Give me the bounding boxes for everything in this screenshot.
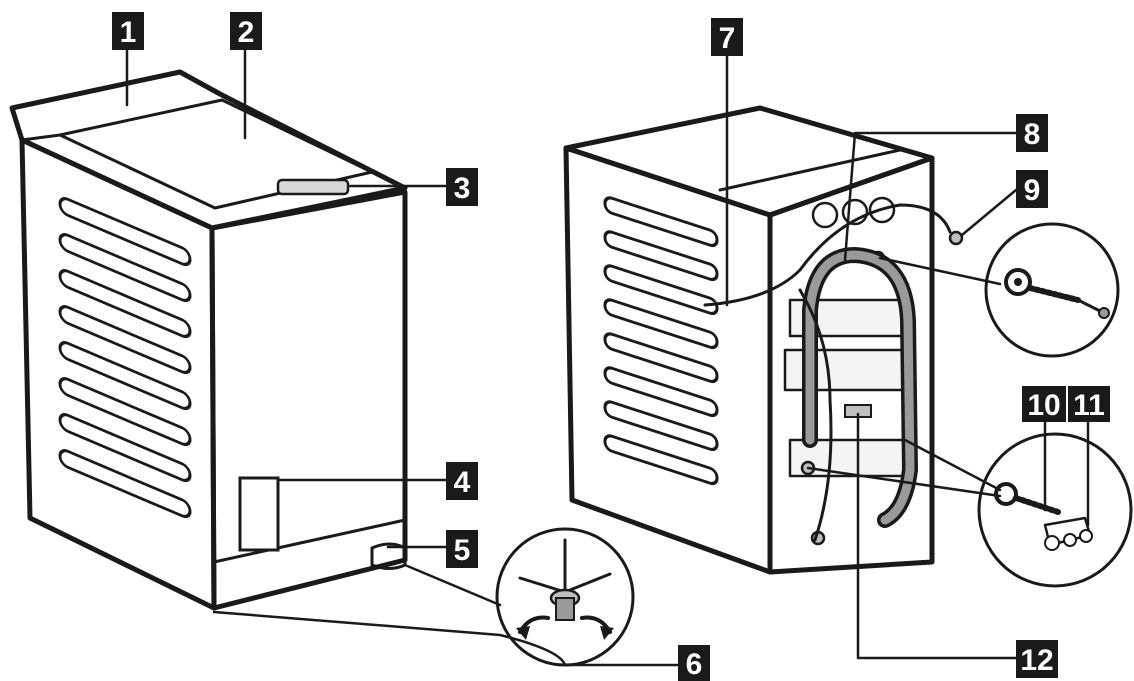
callout-3: 3 bbox=[446, 168, 478, 206]
callout-2-label: 2 bbox=[238, 16, 255, 49]
callout-10: 10 bbox=[1022, 386, 1066, 422]
callout-4: 4 bbox=[446, 462, 478, 500]
rear-view-machine bbox=[563, 105, 964, 575]
callout-1-label: 1 bbox=[120, 16, 137, 49]
callout-12: 12 bbox=[1016, 640, 1058, 678]
side-vents bbox=[58, 197, 192, 519]
front-view-machine bbox=[9, 69, 408, 611]
transport-bolt-detail-lower bbox=[977, 432, 1133, 588]
callout-10-label: 10 bbox=[1027, 389, 1060, 422]
power-cable bbox=[703, 203, 952, 307]
callout-5: 5 bbox=[446, 530, 478, 568]
callout-7-label: 7 bbox=[719, 22, 736, 55]
callout-12-label: 12 bbox=[1020, 644, 1053, 677]
callout-6: 6 bbox=[678, 645, 710, 681]
callout-7: 7 bbox=[711, 18, 743, 56]
callout-9: 9 bbox=[1016, 170, 1048, 208]
callout-5-label: 5 bbox=[454, 534, 471, 567]
callout-11: 11 bbox=[1068, 386, 1110, 422]
foot-detail bbox=[495, 527, 635, 667]
leader-lines bbox=[125, 48, 1090, 667]
callout-3-label: 3 bbox=[454, 172, 471, 205]
transport-bolt-detail-upper bbox=[984, 222, 1120, 358]
callout-2: 2 bbox=[230, 12, 262, 50]
callout-8: 8 bbox=[1016, 114, 1048, 152]
callouts: 1 2 3 4 5 6 7 8 bbox=[112, 12, 1110, 681]
callout-8-label: 8 bbox=[1024, 118, 1041, 151]
rear-side-vents bbox=[603, 196, 719, 486]
callout-1: 1 bbox=[112, 12, 144, 50]
lid-handle bbox=[276, 178, 350, 196]
callout-9-label: 9 bbox=[1024, 174, 1041, 207]
callout-6-label: 6 bbox=[686, 648, 703, 681]
filter-flap bbox=[238, 476, 280, 552]
callout-11-label: 11 bbox=[1073, 389, 1105, 422]
callout-4-label: 4 bbox=[454, 466, 471, 499]
